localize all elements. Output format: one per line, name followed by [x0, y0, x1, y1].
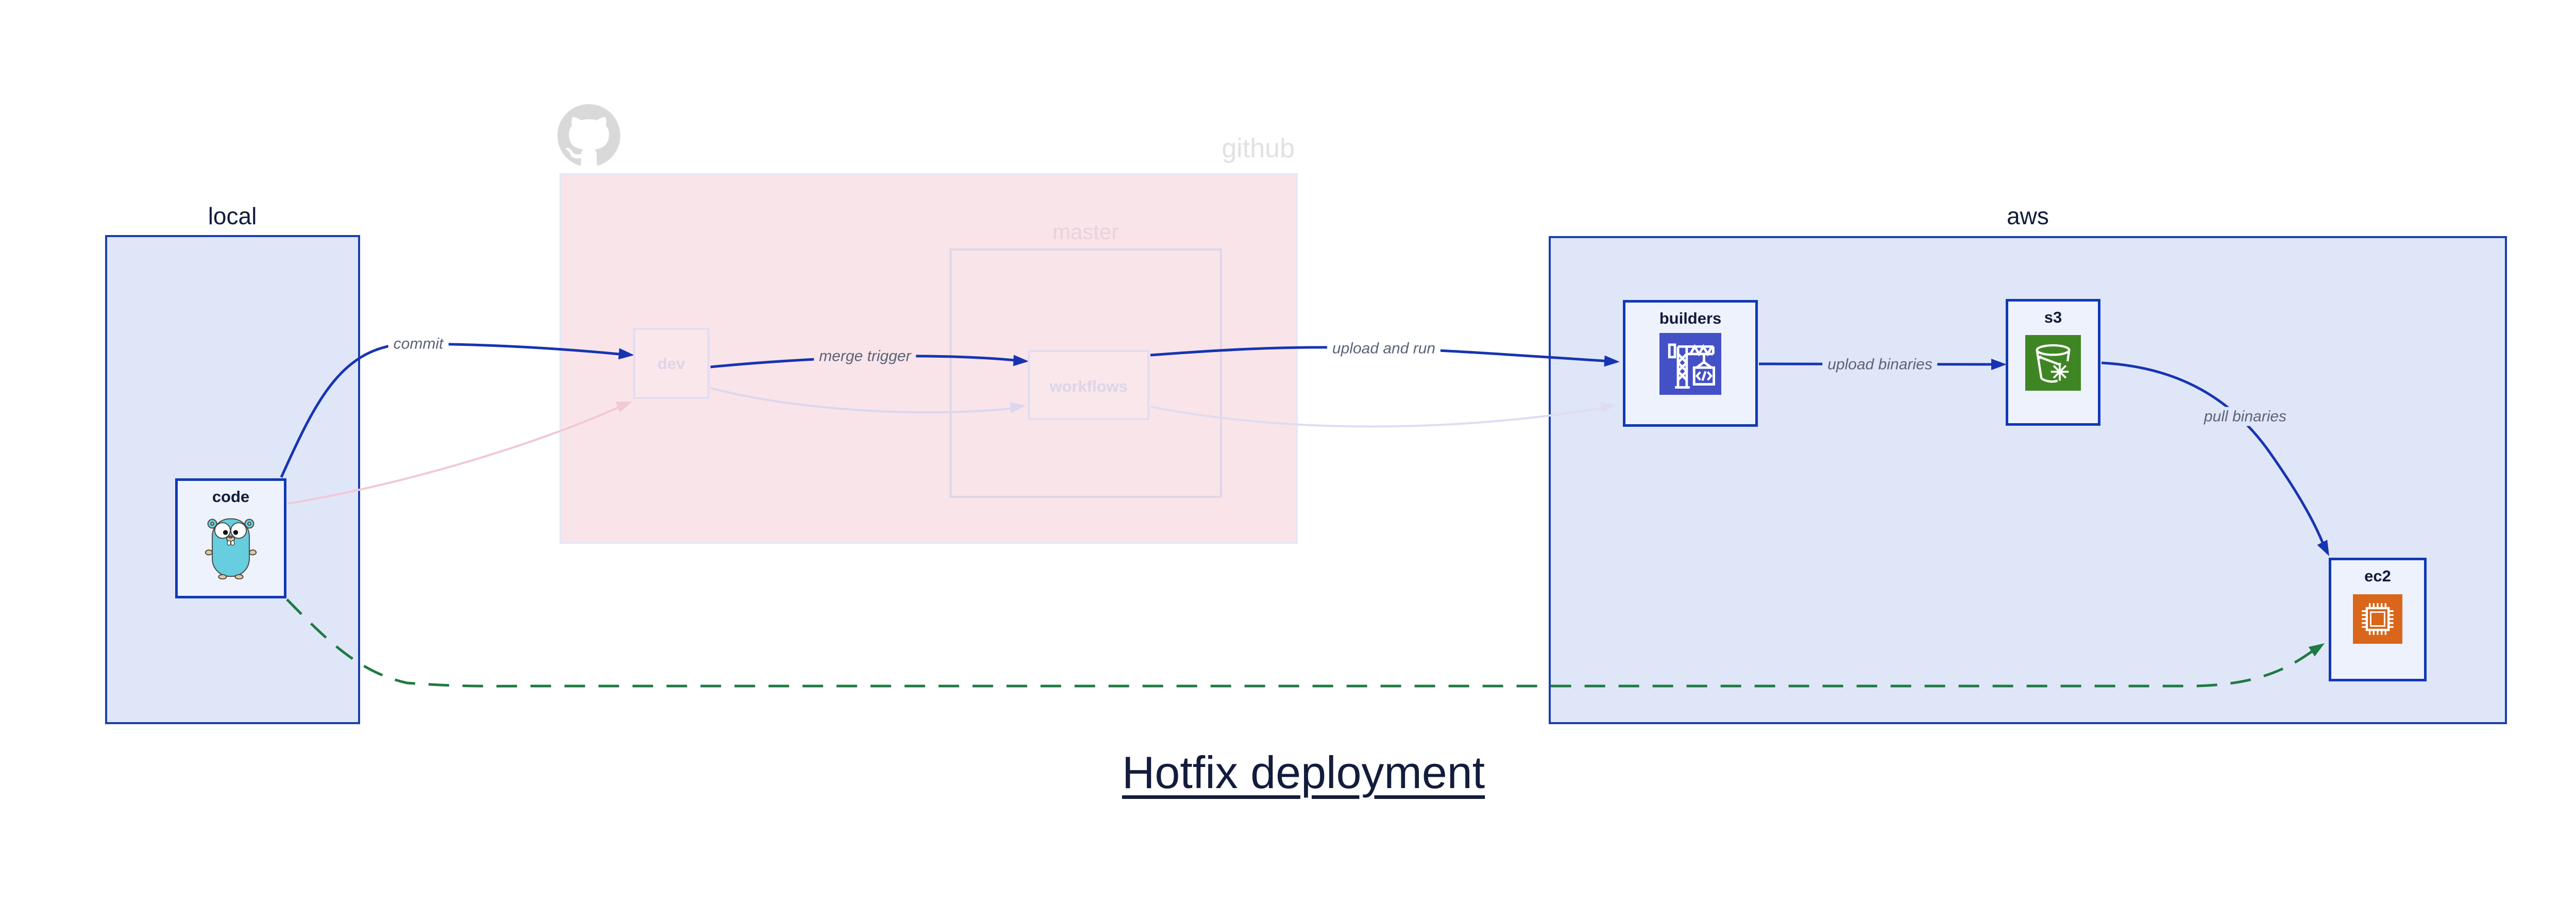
node-dev — [633, 328, 709, 399]
master-branch-label: master — [1052, 220, 1119, 244]
edge-label-commit: commit — [388, 334, 449, 354]
github-container-label: github — [1222, 133, 1295, 163]
aws-container-label: aws — [2007, 203, 2049, 229]
edge-label-pull-binaries: pull binaries — [2198, 407, 2292, 426]
node-builders-label: builders — [1659, 309, 1722, 327]
master-branch-container — [950, 248, 1222, 498]
s3-glacier-bucket-icon — [2025, 335, 2081, 391]
github-octocat-icon — [557, 104, 620, 167]
node-workflows-label: workflows — [1049, 377, 1128, 395]
node-ec2-label: ec2 — [2364, 567, 2391, 585]
edge-label-merge-trigger: merge trigger — [814, 346, 917, 366]
node-s3-label: s3 — [2044, 308, 2062, 326]
node-workflows — [1028, 350, 1149, 420]
local-container-label: local — [208, 203, 257, 229]
page-title: Hotfix deployment — [1122, 747, 1485, 798]
edge-label-upload-and-run: upload and run — [1327, 339, 1441, 358]
ec2-chip-icon — [2353, 594, 2402, 644]
edge-label-upload-binaries: upload binaries — [1822, 355, 1938, 374]
node-code-label: code — [212, 488, 250, 506]
codebuild-crane-icon — [1658, 333, 1723, 395]
node-dev-label: dev — [657, 355, 685, 373]
node-code — [175, 478, 286, 598]
go-gopher-icon — [204, 513, 258, 579]
